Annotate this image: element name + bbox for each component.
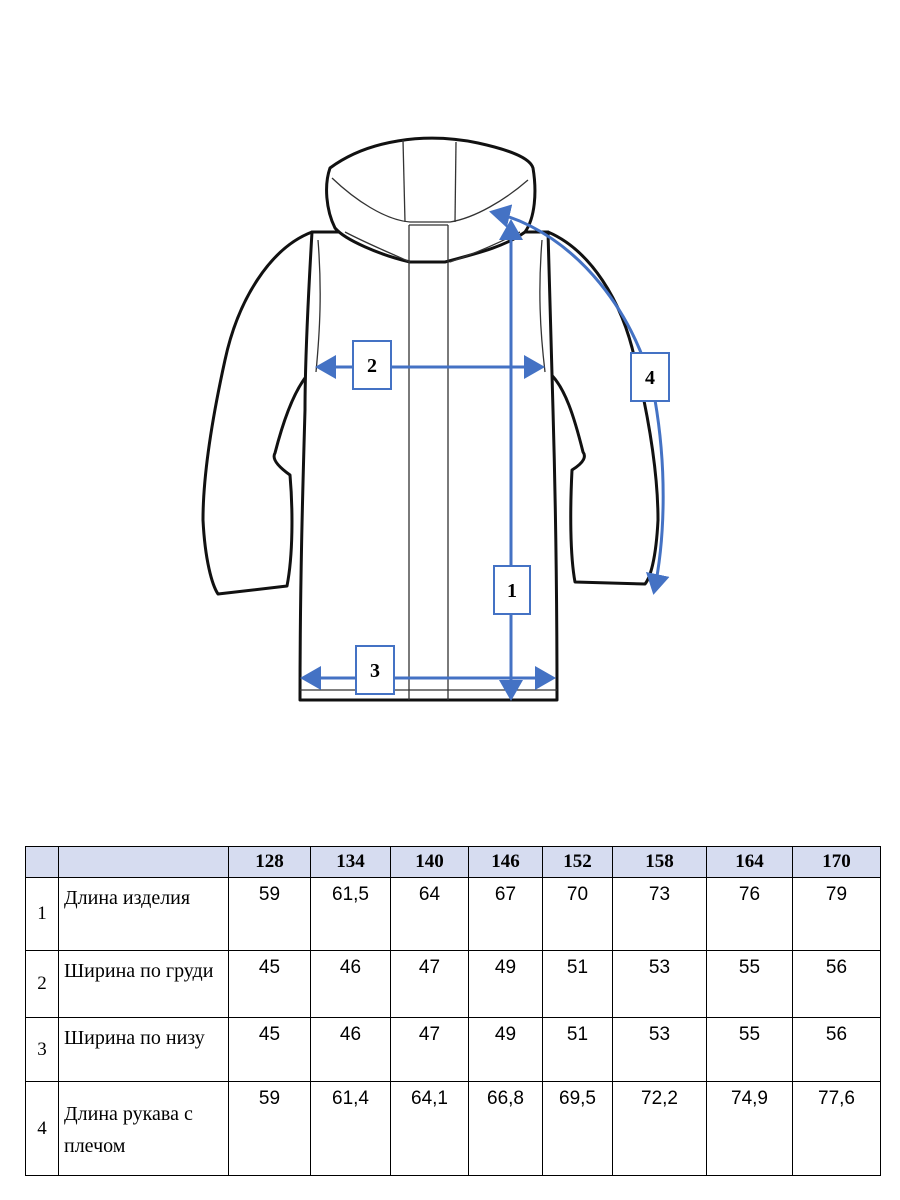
value-cell: 56 <box>792 950 881 1018</box>
value-cell: 66,8 <box>468 1081 543 1176</box>
svg-text:4: 4 <box>645 367 655 389</box>
marker-1: 1 <box>493 565 531 615</box>
size-chart-table: 128 134 140 146 152 158 164 170 1 Длина … <box>25 846 881 1176</box>
size-header-cell: 170 <box>792 846 881 878</box>
jacket-measurement-diagram: 1 2 3 4 <box>201 136 670 702</box>
value-cell: 76 <box>706 877 793 951</box>
svg-text:3: 3 <box>370 660 380 682</box>
value-cell: 47 <box>390 950 469 1018</box>
jacket-outline <box>201 136 660 702</box>
table-row: 4 Длина рукава с плечом 59 61,4 64,1 66,… <box>25 1081 881 1176</box>
table-row: 2 Ширина по груди 45 46 47 49 51 53 55 5… <box>25 950 881 1018</box>
value-cell: 59 <box>228 877 311 951</box>
measurement-label: Длина изделия <box>58 877 229 951</box>
row-number: 4 <box>25 1081 59 1176</box>
measurement-label: Ширина по низу <box>58 1017 229 1082</box>
value-cell: 49 <box>468 950 543 1018</box>
size-header-row: 128 134 140 146 152 158 164 170 <box>25 846 881 878</box>
header-blank-cell <box>58 846 229 878</box>
row-number: 1 <box>25 877 59 951</box>
header-blank-cell <box>25 846 59 878</box>
size-header-cell: 140 <box>390 846 469 878</box>
value-cell: 70 <box>542 877 613 951</box>
value-cell: 64 <box>390 877 469 951</box>
svg-text:1: 1 <box>507 580 517 602</box>
marker-3: 3 <box>355 645 395 695</box>
measurement-label: Длина рукава с плечом <box>58 1081 229 1176</box>
value-cell: 55 <box>706 950 793 1018</box>
marker-2: 2 <box>352 340 392 390</box>
size-header-cell: 152 <box>542 846 613 878</box>
value-cell: 53 <box>612 1017 707 1082</box>
size-header-cell: 164 <box>706 846 793 878</box>
value-cell: 45 <box>228 1017 311 1082</box>
value-cell: 51 <box>542 950 613 1018</box>
row-number: 3 <box>25 1017 59 1082</box>
value-cell: 53 <box>612 950 707 1018</box>
value-cell: 59 <box>228 1081 311 1176</box>
value-cell: 67 <box>468 877 543 951</box>
table-row: 1 Длина изделия 59 61,5 64 67 70 73 76 7… <box>25 877 881 951</box>
value-cell: 61,4 <box>310 1081 391 1176</box>
value-cell: 69,5 <box>542 1081 613 1176</box>
size-header-cell: 128 <box>228 846 311 878</box>
size-header-cell: 158 <box>612 846 707 878</box>
value-cell: 45 <box>228 950 311 1018</box>
svg-text:2: 2 <box>367 355 377 377</box>
value-cell: 64,1 <box>390 1081 469 1176</box>
value-cell: 55 <box>706 1017 793 1082</box>
marker-4: 4 <box>630 352 670 402</box>
row-number: 2 <box>25 950 59 1018</box>
size-header-cell: 146 <box>468 846 543 878</box>
value-cell: 72,2 <box>612 1081 707 1176</box>
value-cell: 46 <box>310 950 391 1018</box>
value-cell: 79 <box>792 877 881 951</box>
value-cell: 47 <box>390 1017 469 1082</box>
measurement-label: Ширина по груди <box>58 950 229 1018</box>
value-cell: 74,9 <box>706 1081 793 1176</box>
value-cell: 77,6 <box>792 1081 881 1176</box>
value-cell: 46 <box>310 1017 391 1082</box>
value-cell: 61,5 <box>310 877 391 951</box>
value-cell: 73 <box>612 877 707 951</box>
size-header-cell: 134 <box>310 846 391 878</box>
value-cell: 49 <box>468 1017 543 1082</box>
table-row: 3 Ширина по низу 45 46 47 49 51 53 55 56 <box>25 1017 881 1082</box>
value-cell: 56 <box>792 1017 881 1082</box>
value-cell: 51 <box>542 1017 613 1082</box>
